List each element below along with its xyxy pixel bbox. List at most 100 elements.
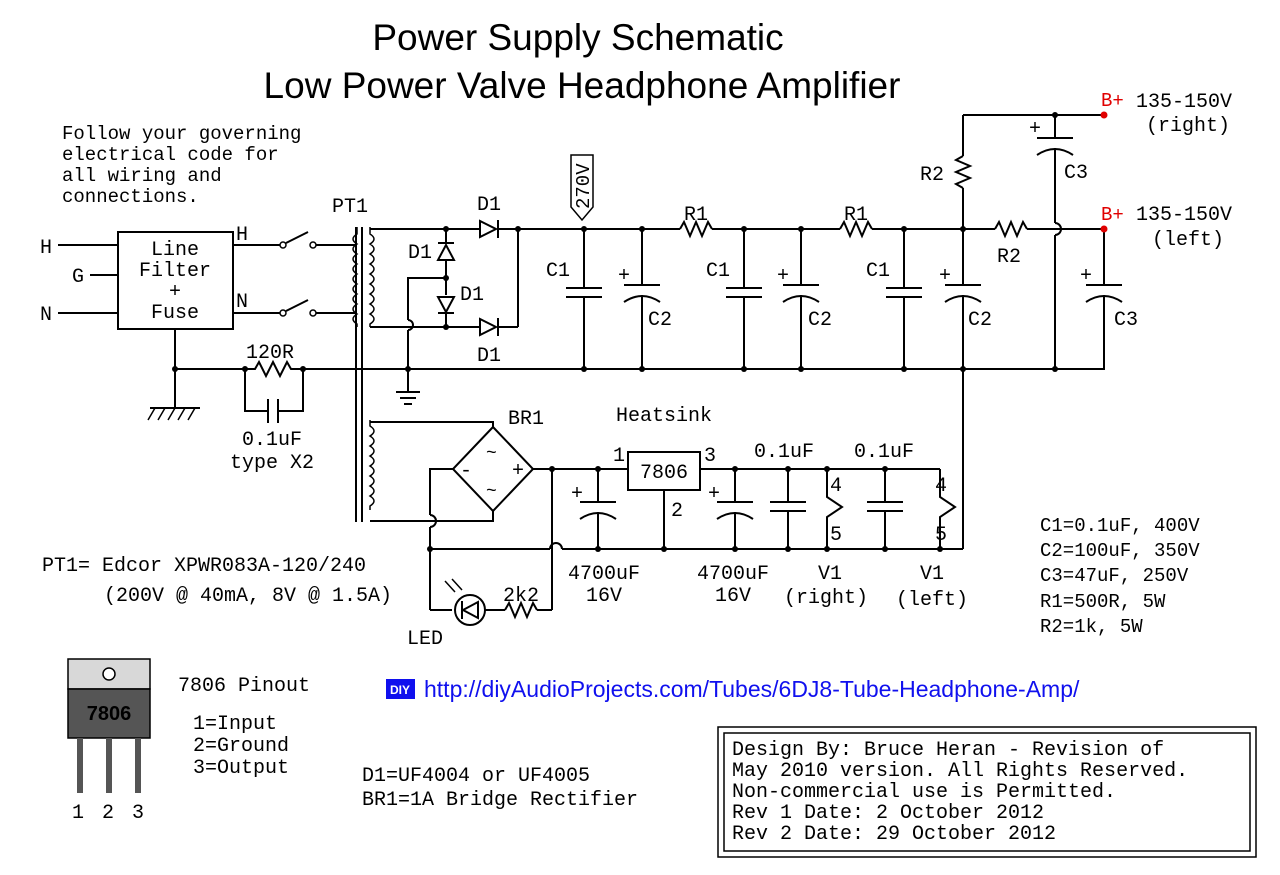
regulator-pin2: 2 xyxy=(671,500,683,523)
r1-label: R1 xyxy=(844,204,868,227)
cap-decouple-left-label: 0.1uF xyxy=(854,441,914,464)
c3-right-plus: + xyxy=(1029,118,1041,141)
d1-bottom-label: D1 xyxy=(477,345,501,368)
c1-label: C1 xyxy=(866,260,890,283)
c2-plus: + xyxy=(618,265,630,288)
line-filter-label: Line xyxy=(151,239,199,262)
parts-list-line: C2=100uF, 350V xyxy=(1040,540,1200,562)
diode-note: D1=UF4004 or UF4005 xyxy=(362,765,590,788)
bplus-right-tag: B+ xyxy=(1101,90,1124,112)
c1-label: C1 xyxy=(546,260,570,283)
cap-in-voltage: 16V xyxy=(586,585,622,608)
bplus-left-label: (left) xyxy=(1152,229,1224,252)
credits-line: Design By: Bruce Heran - Revision of xyxy=(732,739,1164,762)
switch-n-label: N xyxy=(236,291,248,314)
mains-h-label: H xyxy=(40,237,52,260)
c1-label: C1 xyxy=(706,260,730,283)
ground-cap-label: 0.1uF xyxy=(242,429,302,452)
switch-h-label: H xyxy=(236,224,248,247)
ground-cap-type: type X2 xyxy=(230,452,314,475)
d1-center-bottom-label: D1 xyxy=(460,284,484,307)
v1-left-label: V1 xyxy=(920,563,944,586)
pt1-lv-secondary xyxy=(368,420,375,510)
project-url-link[interactable]: http://diyAudioProjects.com/Tubes/6DJ8-T… xyxy=(424,676,1080,702)
pt1-primary xyxy=(352,227,359,327)
ground-resistor-label: 120R xyxy=(246,342,294,365)
power-transformer: PT1 xyxy=(332,196,375,522)
parts-list-line: C3=47uF, 250V xyxy=(1040,565,1189,587)
pt1-spec: PT1= Edcor XPWR083A-120/240 xyxy=(42,555,366,578)
regulator-pin1: 1 xyxy=(613,445,625,468)
c2-label: C2 xyxy=(968,309,992,332)
cap-decouple-right-label: 0.1uF xyxy=(754,441,814,464)
line-filter-label: + xyxy=(169,281,181,304)
led-resistor-label: 2k2 xyxy=(503,585,539,608)
c2-label: C2 xyxy=(648,309,672,332)
credits-line: Non-commercial use is Permitted. xyxy=(732,781,1116,804)
diode-d1-top xyxy=(479,219,499,239)
hv-filter: 270V C1 + C2 R1 C1 + xyxy=(518,154,995,372)
regulator-pin3: 3 xyxy=(704,445,716,468)
parts-list-line: C1=0.1uF, 400V xyxy=(1040,515,1200,537)
r2-right-label: R2 xyxy=(920,164,944,187)
v1-left-pin5: 5 xyxy=(935,524,947,547)
credits-line: May 2010 version. All Rights Reserved. xyxy=(732,760,1188,783)
bplus-left-voltage: 135-150V xyxy=(1136,204,1232,227)
diode-d1-bottom xyxy=(479,317,499,337)
heatsink-label: Heatsink xyxy=(616,405,712,428)
v1-right-channel: (right) xyxy=(784,587,868,610)
led xyxy=(454,594,486,626)
pt1-hv-secondary xyxy=(368,227,375,327)
resistor-r1 xyxy=(839,219,873,239)
br1-minus: - xyxy=(460,460,472,483)
credits-line: Rev 2 Date: 29 October 2012 xyxy=(732,823,1056,846)
credits-line: Rev 1 Date: 2 October 2012 xyxy=(732,802,1044,825)
line-filter-label: Filter xyxy=(139,260,211,283)
chip-label: 7806 xyxy=(87,703,132,725)
c3-left-plus: + xyxy=(1080,265,1092,288)
resistor-r2-right xyxy=(953,155,973,189)
project-url[interactable]: http://diyAudioProjects.com/Tubes/6DJ8-T… xyxy=(424,676,1080,702)
v1-left-pin4: 4 xyxy=(935,475,947,498)
pinout-line: 3=Output xyxy=(193,757,289,780)
v1-right-pin4: 4 xyxy=(830,475,842,498)
c2-plus: + xyxy=(777,265,789,288)
resistor-r2-left xyxy=(994,219,1028,239)
code-note-line: Follow your governing xyxy=(62,123,301,145)
v1-right-label: V1 xyxy=(818,563,842,586)
chip-pin-2: 2 xyxy=(102,802,114,825)
title-line-2: Low Power Valve Headphone Amplifier xyxy=(264,65,901,106)
resistor-r1 xyxy=(679,219,713,239)
line-filter-label: Fuse xyxy=(151,302,199,325)
c2-plus: + xyxy=(939,265,951,288)
br1-ac-bottom: ~ xyxy=(486,482,497,502)
bplus-left-tag: B+ xyxy=(1101,204,1124,226)
diode-d1-center-top xyxy=(436,242,456,261)
lv-heater-supply: BR1 ~ ~ - + + 4700uF 16V 7806 Heatsink 1 xyxy=(370,369,968,651)
r2-left-label: R2 xyxy=(997,246,1021,269)
hv-rectifier: D1 D1 D1 D1 xyxy=(370,194,521,405)
diy-badge xyxy=(386,679,415,699)
cap-out-plus: + xyxy=(708,483,720,506)
c2-label: C2 xyxy=(808,309,832,332)
pt1-spec-rating: (200V @ 40mA, 8V @ 1.5A) xyxy=(104,585,392,608)
bridge-note: BR1=1A Bridge Rectifier xyxy=(362,789,638,812)
pinout-title: 7806 Pinout xyxy=(178,675,310,698)
cap-out-value: 4700uF xyxy=(697,563,769,586)
cap-out-voltage: 16V xyxy=(715,585,751,608)
chip-body xyxy=(67,688,151,739)
chip-mount-hole xyxy=(102,667,116,681)
c3-right-label: C3 xyxy=(1064,162,1088,185)
voltage-flag-label: 270V xyxy=(573,163,595,209)
br1-ac-top: ~ xyxy=(486,444,497,464)
bplus-right-label: (right) xyxy=(1146,115,1230,138)
mains-n-label: N xyxy=(40,304,52,327)
cap-in-value: 4700uF xyxy=(568,563,640,586)
bplus-outputs: R2 + C3 B+ 135-150V (right) R2 + C3 B+ 1… xyxy=(920,90,1232,372)
mains-g-label: G xyxy=(72,266,84,289)
diode-d1-center-bottom xyxy=(436,296,456,315)
ground-resistor xyxy=(245,359,303,379)
credits-box: Design By: Bruce Heran - Revision of May… xyxy=(717,726,1257,858)
diy-badge-label: DIY xyxy=(390,683,410,697)
title-line-1: Power Supply Schematic xyxy=(372,17,783,58)
